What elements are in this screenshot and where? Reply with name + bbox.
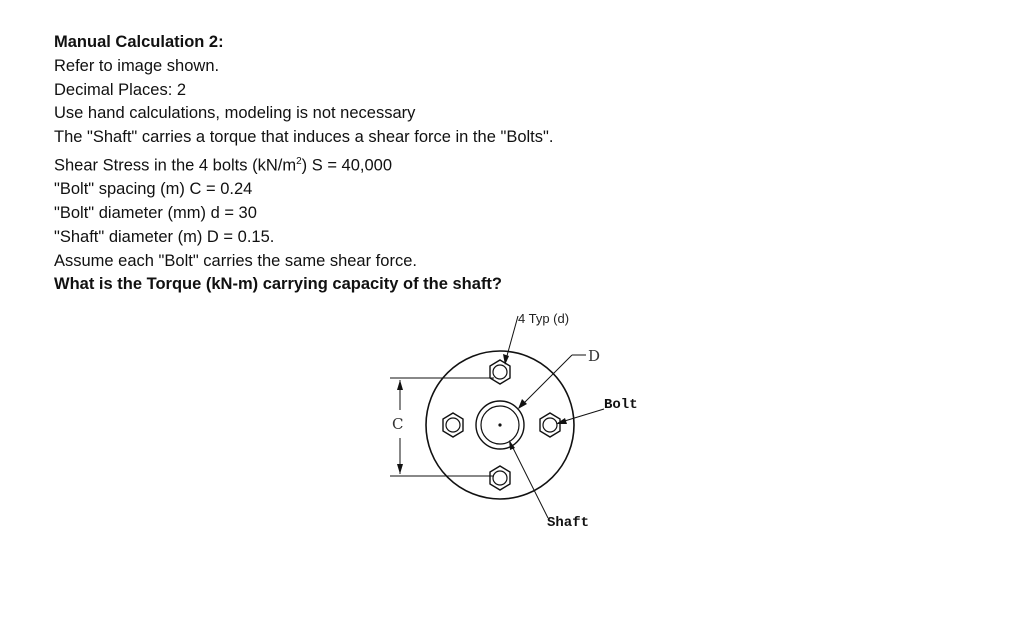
label-shaft: Shaft: [547, 515, 589, 531]
bolt-bottom: [489, 465, 511, 491]
question-line: What is the Torque (kN-m) carrying capac…: [54, 275, 503, 294]
problem-text: Manual Calculation 2: Refer to image sho…: [54, 31, 674, 297]
shaft-outer-circle: [475, 400, 525, 450]
shaft-diameter-line: "Shaft" diameter (m) D = 0.15.: [54, 227, 275, 246]
shear-stress-prefix: Shear Stress in the 4 bolts (kN/m: [54, 156, 297, 175]
bolt-right: [539, 412, 561, 438]
bolt-left: [442, 412, 464, 438]
flange-outer-circle: [425, 350, 575, 500]
decimal-places-line: Decimal Places: 2: [54, 80, 187, 99]
leader-bolt: [556, 408, 605, 424]
label-d: D: [588, 347, 600, 365]
shear-stress-line: Shear Stress in the 4 bolts (kN/m2) S = …: [54, 150, 674, 178]
leader-shaft: [509, 440, 549, 519]
dimension-c: [390, 377, 494, 477]
shaft-center-dot: [498, 423, 502, 427]
bolt-spacing-line: "Bolt" spacing (m) C = 0.24: [54, 180, 253, 199]
bolt-top: [489, 359, 511, 385]
leader-d: [518, 354, 586, 409]
shear-stress-suffix: ) S = 40,000: [301, 156, 393, 175]
problem-title: Manual Calculation 2:: [54, 33, 224, 51]
statement-line: The "Shaft" carries a torque that induce…: [54, 128, 554, 147]
shaft-inner-circle: [480, 405, 520, 445]
bolt-diameter-line: "Bolt" diameter (mm) d = 30: [54, 204, 257, 223]
label-typ: 4 Typ (d): [518, 311, 569, 326]
label-c: C: [392, 415, 403, 433]
leader-typ: [503, 315, 519, 365]
assumption-line: Assume each "Bolt" carries the same shea…: [54, 251, 417, 270]
method-line: Use hand calculations, modeling is not n…: [54, 104, 416, 123]
shear-stress-exponent: 2: [296, 155, 302, 167]
label-bolt: Bolt: [604, 397, 638, 413]
refer-line: Refer to image shown.: [54, 56, 220, 75]
